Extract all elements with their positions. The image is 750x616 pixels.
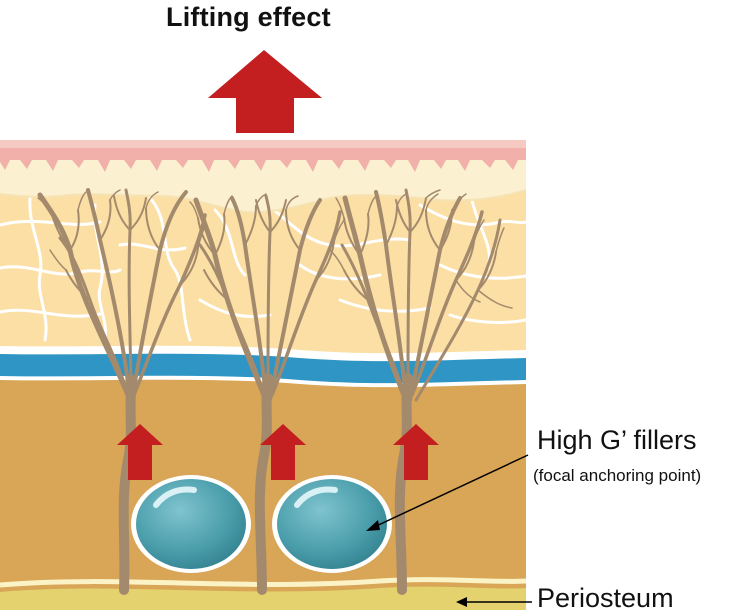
lifting-arrow-icon xyxy=(208,50,322,133)
filler-pointer-line xyxy=(371,454,529,529)
lift-arrow-icon xyxy=(117,424,163,480)
periosteum-pointer-arrowhead-icon xyxy=(456,597,467,607)
filler-pointer-arrowhead-icon xyxy=(366,520,380,531)
filler-bolus-right xyxy=(272,475,392,573)
retaining-ligament-right xyxy=(329,188,513,595)
lift-arrow-icon xyxy=(260,424,306,480)
retaining-ligament-middle xyxy=(189,193,345,595)
filler-label: High G’ fillers xyxy=(537,425,697,455)
periosteum-label: Periosteum xyxy=(537,583,674,613)
retaining-ligament-left xyxy=(37,188,207,595)
filler-bolus-left xyxy=(131,475,251,573)
epidermis-layer xyxy=(0,146,526,172)
lift-arrow-icon xyxy=(393,424,439,480)
diagram-title: Lifting effect xyxy=(166,2,331,32)
periosteum-layer xyxy=(0,586,526,610)
filler-sublabel: (focal anchoring point) xyxy=(533,466,702,485)
